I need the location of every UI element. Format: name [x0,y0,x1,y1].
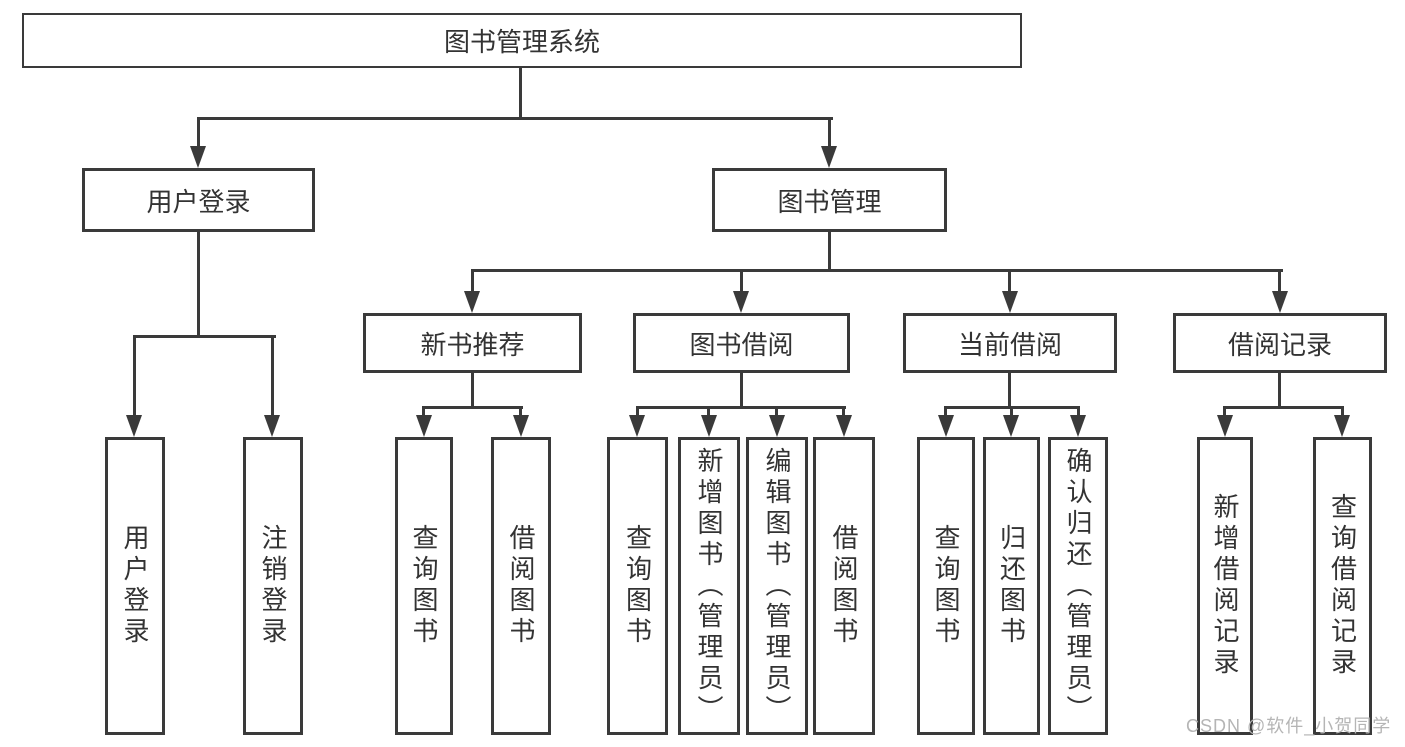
connector-line [133,335,136,419]
node-label: 图书管理 [777,186,882,217]
node-label: 图书借阅 [689,329,794,360]
connector-line [422,406,425,418]
connector-line [519,68,522,118]
leaf-label: 确认归还（管理员） [1063,446,1093,726]
connector-line [1008,269,1011,295]
connector-line [197,117,200,149]
node-library-management-system: 图书管理系统 [22,13,1022,68]
arrow-down-icon [629,415,645,437]
leaf-label: 编辑图书（管理员） [762,446,792,726]
leaf-query-books-current: 查询图书 [917,437,975,735]
connector-line [422,406,523,409]
arrow-down-icon [1003,415,1019,437]
leaf-add-book-admin: 新增图书（管理员） [678,437,740,735]
node-book-borrowing: 图书借阅 [633,313,850,373]
connector-line [828,117,831,149]
connector-line [271,335,274,419]
node-label: 当前借阅 [957,329,1062,360]
node-book-management: 图书管理 [712,168,947,232]
arrow-down-icon [701,415,717,437]
connector-line [636,406,639,418]
arrow-down-icon [264,415,280,437]
arrow-down-icon [126,415,142,437]
node-label: 新书推荐 [420,329,525,360]
arrow-down-icon [733,291,749,313]
connector-line [133,335,276,338]
connector-line [471,269,474,295]
arrow-down-icon [821,146,837,168]
arrow-down-icon [938,415,954,437]
connector-line [740,269,743,295]
connector-line [707,406,710,418]
arrow-down-icon [1272,291,1288,313]
connector-line [1010,406,1013,418]
connector-line [775,406,778,418]
connector-line [1341,406,1344,418]
connector-line [636,406,846,409]
arrow-down-icon [1002,291,1018,313]
leaf-logout: 注销登录 [243,437,303,735]
leaf-query-borrow-record: 查询借阅记录 [1313,437,1372,735]
connector-line [1077,406,1080,418]
leaf-label: 查询图书 [931,524,961,648]
node-label: 用户登录 [146,186,251,217]
connector-line [944,406,947,418]
leaf-query-books-borrowing: 查询图书 [607,437,668,735]
leaf-borrow-books-borrowing: 借阅图书 [813,437,875,735]
leaf-label: 用户登录 [120,524,150,648]
arrow-down-icon [836,415,852,437]
leaf-label: 借阅图书 [506,524,536,648]
leaf-borrow-books-recommend: 借阅图书 [491,437,551,735]
leaf-query-books-recommend: 查询图书 [395,437,453,735]
leaf-label: 注销登录 [258,524,288,648]
arrow-down-icon [1217,415,1233,437]
node-borrowing-records: 借阅记录 [1173,313,1387,373]
leaf-label: 归还图书 [996,524,1027,648]
node-label: 图书管理系统 [443,27,600,57]
node-user-login: 用户登录 [82,168,315,232]
connector-line [842,406,845,418]
leaf-edit-book-admin: 编辑图书（管理员） [746,437,808,735]
arrow-down-icon [1070,415,1086,437]
node-new-book-recommendation: 新书推荐 [363,313,582,373]
arrow-down-icon [190,146,206,168]
leaf-return-book: 归还图书 [983,437,1040,735]
leaf-label: 查询借阅记录 [1327,493,1358,679]
connector-line [471,373,474,409]
connector-line [1223,406,1344,409]
arrow-down-icon [769,415,785,437]
csdn-watermark: CSDN @软件_小贺同学 [1186,716,1392,736]
connector-line [197,117,833,120]
node-label: 借阅记录 [1227,329,1332,360]
leaf-label: 查询图书 [409,524,439,648]
leaf-label: 新增图书（管理员） [694,446,724,726]
leaf-add-borrow-record: 新增借阅记录 [1197,437,1253,735]
leaf-label: 借阅图书 [829,524,859,648]
connector-line [1008,373,1011,409]
leaf-label: 查询图书 [622,524,653,648]
arrow-down-icon [464,291,480,313]
leaf-label: 新增借阅记录 [1210,493,1240,679]
leaf-confirm-return-admin: 确认归还（管理员） [1048,437,1108,735]
connector-line [197,232,200,338]
connector-line [1278,269,1281,295]
arrow-down-icon [513,415,529,437]
connector-line [740,373,743,409]
connector-line [1223,406,1226,418]
node-current-borrowing: 当前借阅 [903,313,1117,373]
connector-line [1278,373,1281,409]
arrow-down-icon [1334,415,1350,437]
arrow-down-icon [416,415,432,437]
leaf-user-login: 用户登录 [105,437,165,735]
connector-line [519,406,522,418]
connector-line [471,269,1283,272]
connector-line [828,232,831,272]
